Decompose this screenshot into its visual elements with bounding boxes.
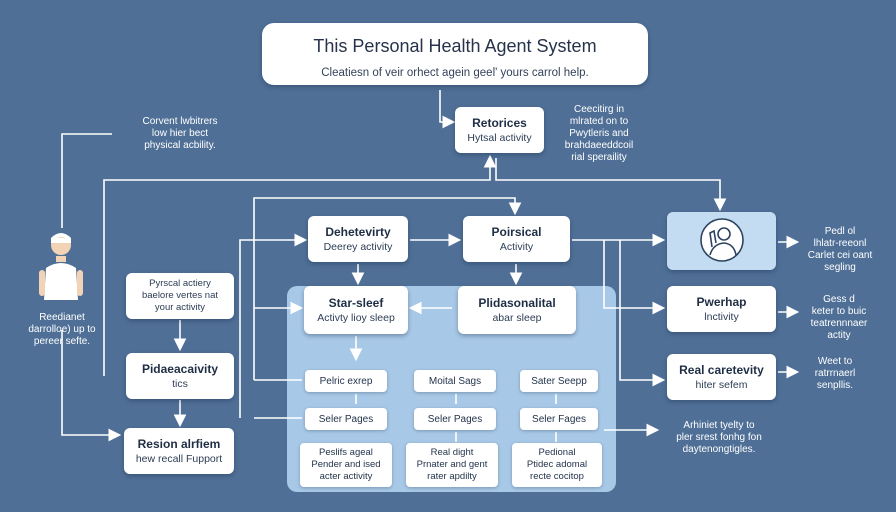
node-title: Poirsical [491,224,542,239]
node-subtitle: Activty lioy sleep [317,311,395,324]
left-note: Corvent lwbitrers low hier bect physical… [142,116,218,151]
tall-box-c2: Real dight Prnater and gent rater apdilt… [406,443,498,487]
right-note-2: Gess d keter to buic teatrennnaer actity [810,294,868,341]
node-poirsical: Poirsical Activity [463,216,570,262]
person-icon [39,233,83,300]
small-box-r2-c1: Seler Pages [305,408,387,430]
node-subtitle: Activity [499,240,534,253]
top-note: Ceecitirg in mlrated on to Pwytleris and… [564,104,634,163]
node-plidasonalitail: Plidasonalital abar sleep [458,286,576,334]
node-pwerhap: Pwerhap lnctivity [667,286,776,332]
node-retorices: Retorices Hytsal activity [455,107,544,153]
small-box-r1-c2: Moital Sags [414,370,496,392]
node-subtitle: hew recall Fupport [135,452,223,465]
node-subtitle: Deerey activity [323,240,393,253]
title-card: This Personal Health Agent System Cleati… [262,23,648,85]
node-real-caretevity: Real caretevity hiter sefem [667,354,776,400]
agent-card [667,212,776,270]
node-subtitle: tics [172,377,188,390]
node-title: Retorices [472,115,527,130]
node-star-sleef: Star-sleef Activty lioy sleep [304,286,408,334]
user-caption: Reedianet darrolloe) up to pereer sefte. [28,312,96,347]
node-title: Pwerhap [696,294,747,309]
node-subtitle: hiter sefem [695,378,748,391]
node-text: Pyrscal actiery baelore vertes nat your … [141,278,219,313]
page-title: This Personal Health Agent System [313,36,597,56]
node-physcal-actiery: Pyrscal actiery baelore vertes nat your … [126,273,234,319]
node-title: Resion alrfiem [137,436,221,451]
small-box-r1-c1: Pelric exrep [305,370,387,392]
node-title: Star-sleef [328,295,384,310]
node-title: Real caretevity [679,362,764,377]
node-pidaeacaivity: Pidaeacaivity tics [126,353,234,399]
small-box-r2-c2: Seler Pages [414,408,496,430]
tall-box-c1: Peslifs ageal Pender and ised acter acti… [300,443,392,487]
node-subtitle: abar sleep [492,311,542,324]
node-dehetevirty: Dehetevirty Deerey activity [308,216,408,262]
right-note-1: Pedl ol lhlatr-reeonl Carlet cei oant se… [807,226,873,273]
page-subtitle: Cleatiesn of veir orhect agein geel' you… [321,67,589,79]
node-resion-alrfiem: Resion alrfiem hew recall Fupport [124,428,234,474]
tall-box-c3: Pedional Ptidec adomal recte cocitop [512,443,602,487]
node-title: Dehetevirty [325,224,391,239]
right-note-3: Weet to ratrrnaerl senpllis. [814,356,856,391]
node-title: Plidasonalital [478,295,556,310]
node-subtitle: Hytsal activity [467,131,532,144]
small-box-r2-c3: Seler Fages [520,408,598,430]
node-subtitle: lnctivity [704,310,739,323]
right-note-4: Arhiniet tyelty to pler srest fonhg fon … [676,420,762,455]
node-title: Pidaeacaivity [141,361,219,376]
agent-avatar-icon [700,218,744,262]
small-box-r1-c3: Sater Seepp [520,370,598,392]
